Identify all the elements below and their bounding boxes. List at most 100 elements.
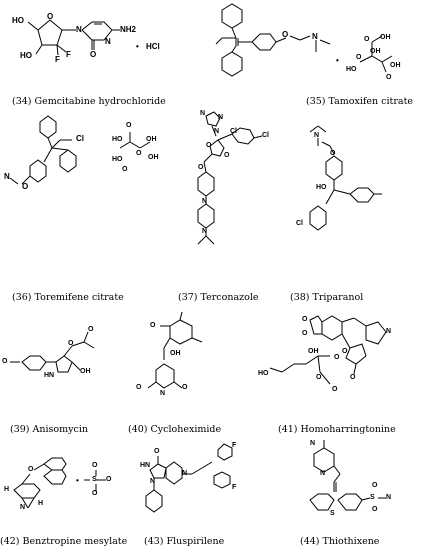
atom-oh2: OH — [390, 62, 401, 69]
atom-f1: F — [232, 442, 237, 449]
atom-oh2: OH — [148, 154, 159, 161]
atom-n: N — [386, 328, 392, 335]
atom-n2: N — [182, 470, 188, 477]
salt-dot: • — [136, 42, 139, 51]
atom-ho1: HO — [12, 16, 24, 25]
atom-ho: HO — [346, 66, 357, 73]
atom-cl: Cl — [76, 134, 84, 143]
salt-dot: • — [76, 476, 79, 485]
compound-43: O HN N N F F (43) Fluspirilene — [140, 440, 290, 550]
atom-cl1: Cl — [230, 128, 237, 135]
structure-39 — [10, 331, 95, 373]
structure-34 — [27, 19, 120, 56]
compound-39: O O O HN OH (39) Anisomycin — [0, 312, 112, 440]
atom-o2: O — [68, 340, 74, 347]
atom-o1: O — [150, 322, 156, 329]
atom-n: N — [20, 504, 26, 511]
atom-f1: F — [55, 55, 60, 64]
caption-36: (36) Toremifene citrate — [12, 292, 124, 303]
structure-35 — [215, 3, 393, 77]
atom-o-ring: O — [47, 12, 54, 21]
atom-o: O — [28, 466, 34, 473]
atom-o2: O — [356, 54, 362, 61]
atom-o2: O — [372, 506, 378, 513]
atom-ho2: HO — [112, 156, 123, 163]
atom-o1: O — [2, 358, 8, 365]
atom-hn: HN — [44, 372, 55, 379]
atom-o: O — [154, 448, 160, 455]
atom-n3: N — [214, 128, 220, 135]
atom-oh1: OH — [380, 34, 391, 41]
caption-41: (41) Homoharringtonine — [278, 424, 396, 435]
atom-n1: N — [200, 110, 206, 117]
atom-n2: N — [320, 470, 326, 477]
compound-41: O O N HO OH O O O O O (41) Homoharringto… — [250, 312, 422, 440]
compound-38: N O HO Cl (38) Triparanol — [290, 112, 422, 312]
atom-oh: OH — [170, 350, 181, 357]
compound-36: Cl N O HO HO OH OH O O O (36) Toremifene… — [0, 112, 170, 312]
atom-o1: O — [372, 482, 378, 489]
atom-o7: O — [332, 386, 338, 393]
atom-h2: H — [38, 500, 44, 507]
caption-42: (42) Benztropine mesylate — [0, 536, 128, 547]
atom-f2: F — [232, 484, 237, 491]
atom-o2: O — [302, 330, 308, 337]
atom-f2: F — [66, 50, 71, 59]
atom-n: N — [4, 172, 10, 181]
atom-o1: O — [92, 462, 98, 469]
atom-o1: O — [364, 36, 370, 43]
atom-o2: O — [106, 476, 112, 483]
caption-37: (37) Terconazole — [178, 292, 259, 303]
atom-n1: N — [310, 440, 316, 447]
atom-n1: N — [76, 25, 82, 34]
atom-o2: O — [136, 150, 142, 157]
atom-ho: HO — [258, 370, 269, 377]
atom-o4: O — [342, 348, 348, 355]
atom-o2: O — [224, 152, 230, 159]
atom-o: O — [330, 150, 336, 157]
structure-41 — [269, 315, 387, 385]
compound-34: HO HO F F O N N O NH2 • HCl (34) Gemcita… — [0, 0, 170, 110]
atom-h1: H — [4, 486, 10, 493]
atom-o1: O — [206, 142, 212, 149]
atom-o3: O — [92, 490, 98, 497]
atom-o3: O — [334, 354, 340, 361]
compound-40: O OH O O N (40) Cycloheximide — [120, 311, 250, 440]
atom-cl2: Cl — [262, 132, 269, 139]
compound-44: N N S S O O N (44) Thiothixene — [290, 440, 422, 550]
caption-40: (40) Cycloheximide — [128, 424, 222, 435]
atom-o6: O — [316, 374, 322, 381]
atom-n2: N — [105, 37, 111, 46]
atom-nh2: NH2 — [120, 25, 137, 34]
atom-o1: O — [302, 316, 308, 323]
atom-s2: S — [370, 494, 375, 501]
atom-s: S — [92, 476, 97, 483]
caption-44: (44) Thiothixene — [300, 536, 380, 547]
atom-n5: N — [202, 228, 208, 235]
atom-oh: OH — [80, 368, 91, 375]
atom-ho: HO — [316, 184, 327, 191]
atom-ho2: HO — [20, 51, 32, 60]
structure-37 — [197, 111, 263, 245]
compound-35: O N • HO OH OH O O O OH (35) Tamoxifen c… — [210, 0, 422, 110]
atom-n: N — [312, 32, 318, 41]
atom-n: N — [314, 132, 320, 139]
atom-oh1: OH — [146, 136, 157, 143]
atom-oh3: OH — [370, 48, 381, 55]
caption-38: (38) Triparanol — [290, 292, 364, 303]
atom-o5: O — [350, 374, 356, 381]
atom-cl: Cl — [296, 220, 303, 227]
structure-44 — [309, 440, 386, 511]
atom-o3: O — [88, 326, 94, 333]
atom-nh: N — [160, 390, 166, 397]
atom-n1: N — [150, 478, 156, 485]
atom-o-c: O — [90, 50, 97, 59]
atom-o3: O — [198, 164, 204, 171]
compound-37: N N N Cl Cl O O O N N (37) Terconazole — [170, 110, 290, 312]
structure-38 — [309, 125, 382, 231]
structure-36 — [9, 115, 151, 185]
structure-42 — [13, 457, 106, 509]
atom-o1: O — [126, 122, 132, 129]
structure-40 — [147, 311, 203, 389]
